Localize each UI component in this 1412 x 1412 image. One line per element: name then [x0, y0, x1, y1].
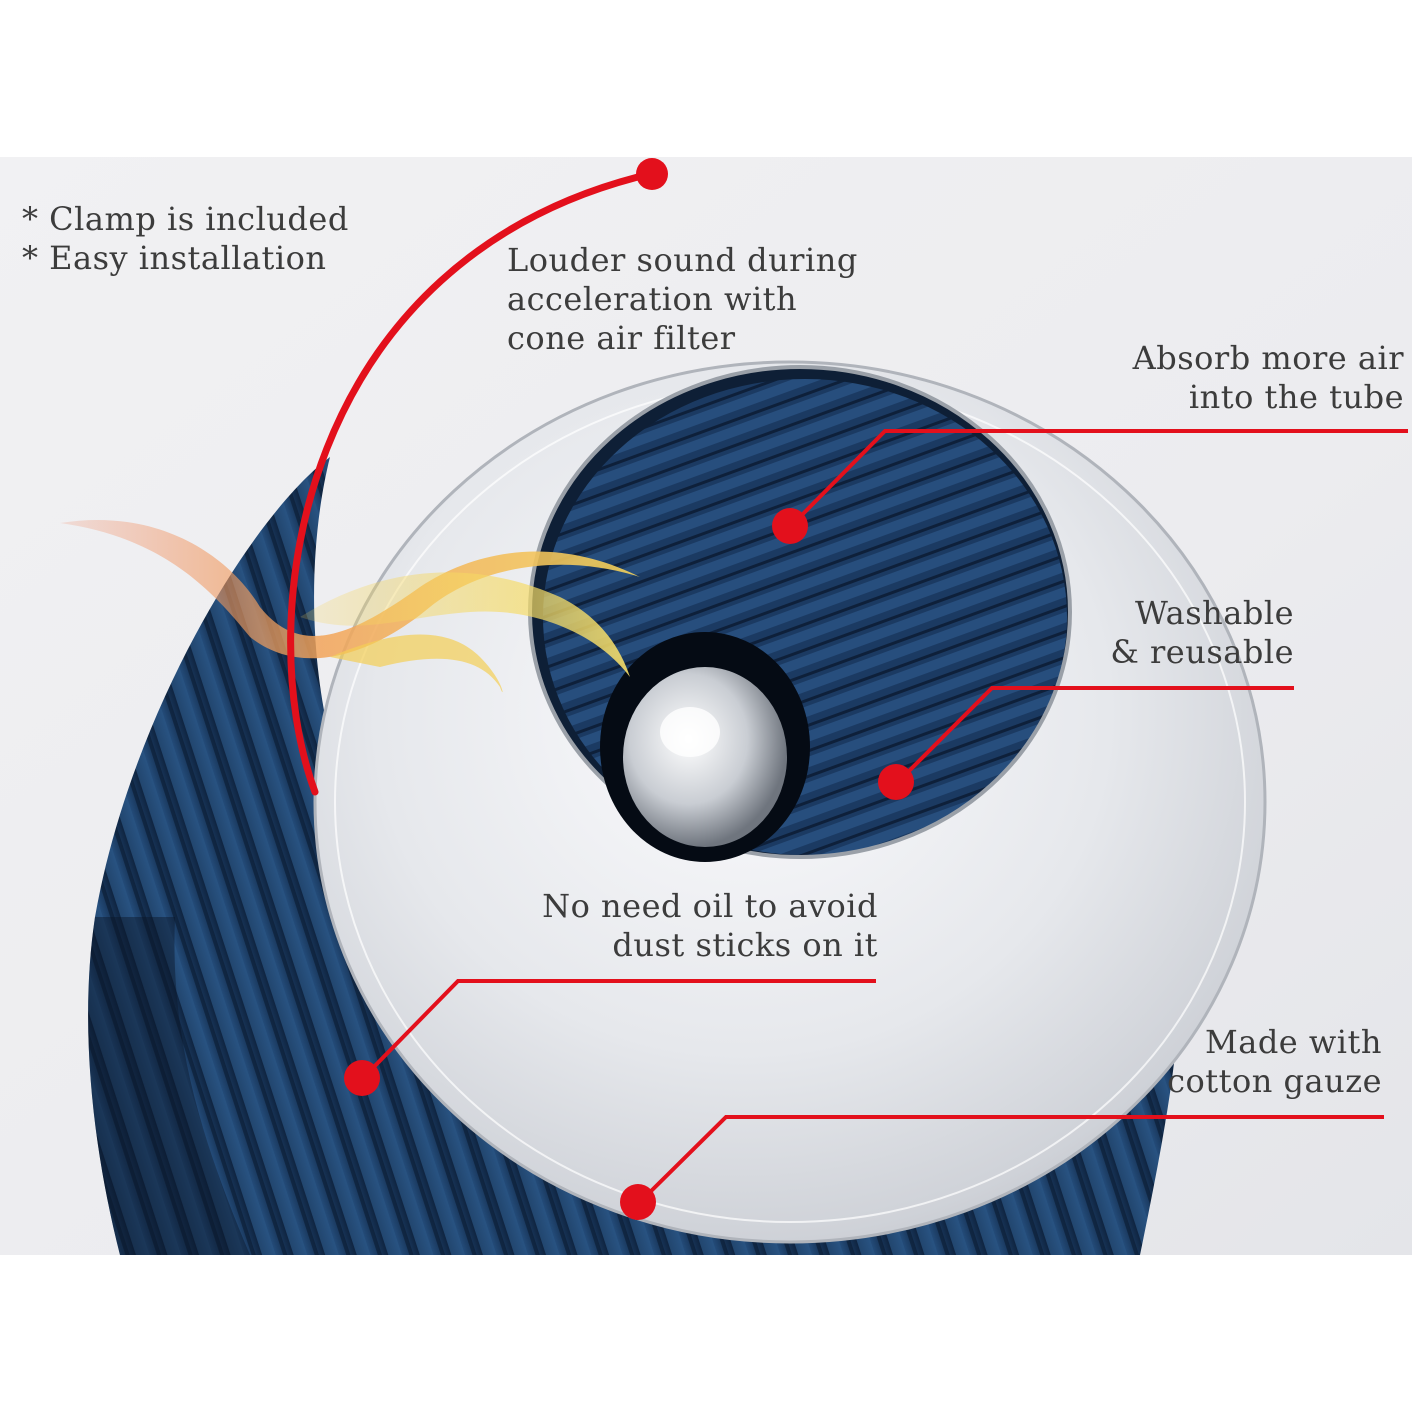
callout-text-gauze: Made with cotton gauze	[1167, 1023, 1382, 1100]
red-arc-accent	[287, 170, 654, 796]
callout-oil	[344, 979, 876, 1096]
note-install: * Easy installation	[22, 239, 327, 277]
air-filter-photo	[0, 157, 1412, 1255]
note-clamp: * Clamp is included	[22, 200, 349, 238]
callout-text-air: Absorb more air into the tube	[1132, 339, 1404, 416]
arc-end-dot	[636, 158, 668, 190]
callout-gauze	[620, 1115, 1384, 1220]
notes-block: * Clamp is included * Easy installation	[22, 200, 349, 278]
callout-air	[772, 429, 1408, 544]
callout-text-sound: Louder sound during acceleration with co…	[507, 241, 858, 357]
callout-text-oil: No need oil to avoid dust sticks on it	[542, 887, 878, 964]
chrome-top-cap	[313, 360, 1267, 1244]
callout-wash	[878, 686, 1294, 800]
callout-text-wash: Washable & reusable	[1110, 594, 1294, 671]
airflow-swirl-graphic	[60, 519, 640, 693]
